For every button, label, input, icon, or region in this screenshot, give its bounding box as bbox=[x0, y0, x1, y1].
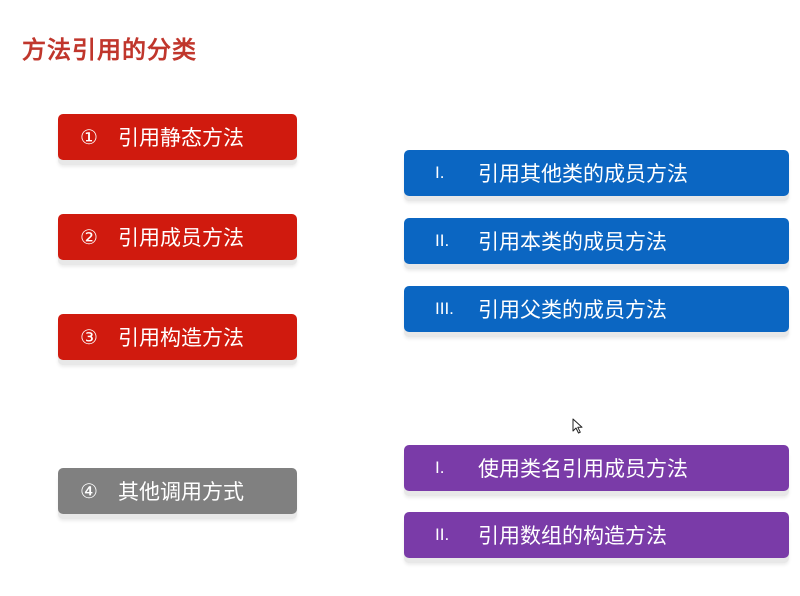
category-label: 其他调用方式 bbox=[118, 480, 244, 504]
member-item-other-class: I. 引用其他类的成员方法 bbox=[404, 150, 789, 196]
item-label: 使用类名引用成员方法 bbox=[478, 457, 688, 481]
member-item-this-class: II. 引用本类的成员方法 bbox=[404, 218, 789, 264]
category-other-usage: ④ 其他调用方式 bbox=[58, 468, 297, 514]
category-number: ④ bbox=[80, 479, 98, 503]
category-number: ② bbox=[80, 225, 98, 249]
item-roman-number: II. bbox=[435, 231, 450, 250]
category-constructor-method: ③ 引用构造方法 bbox=[58, 314, 297, 360]
category-number: ① bbox=[80, 125, 98, 149]
category-number: ③ bbox=[80, 325, 98, 349]
item-roman-number: I. bbox=[435, 163, 445, 182]
category-label: 引用构造方法 bbox=[118, 326, 244, 350]
item-roman-number: III. bbox=[435, 299, 454, 318]
item-label: 引用本类的成员方法 bbox=[478, 230, 667, 254]
category-static-method: ① 引用静态方法 bbox=[58, 114, 297, 160]
category-label: 引用成员方法 bbox=[118, 226, 244, 250]
category-member-method: ② 引用成员方法 bbox=[58, 214, 297, 260]
item-label: 引用数组的构造方法 bbox=[478, 524, 667, 548]
category-label: 引用静态方法 bbox=[118, 126, 244, 150]
mouse-pointer-icon bbox=[572, 418, 583, 434]
other-item-array-constructor: II. 引用数组的构造方法 bbox=[404, 512, 789, 558]
page-title: 方法引用的分类 bbox=[22, 36, 197, 64]
member-item-parent-class: III. 引用父类的成员方法 bbox=[404, 286, 789, 332]
item-label: 引用父类的成员方法 bbox=[478, 298, 667, 322]
item-roman-number: II. bbox=[435, 525, 450, 544]
other-item-class-name: I. 使用类名引用成员方法 bbox=[404, 445, 789, 491]
item-label: 引用其他类的成员方法 bbox=[478, 162, 688, 186]
item-roman-number: I. bbox=[435, 458, 445, 477]
